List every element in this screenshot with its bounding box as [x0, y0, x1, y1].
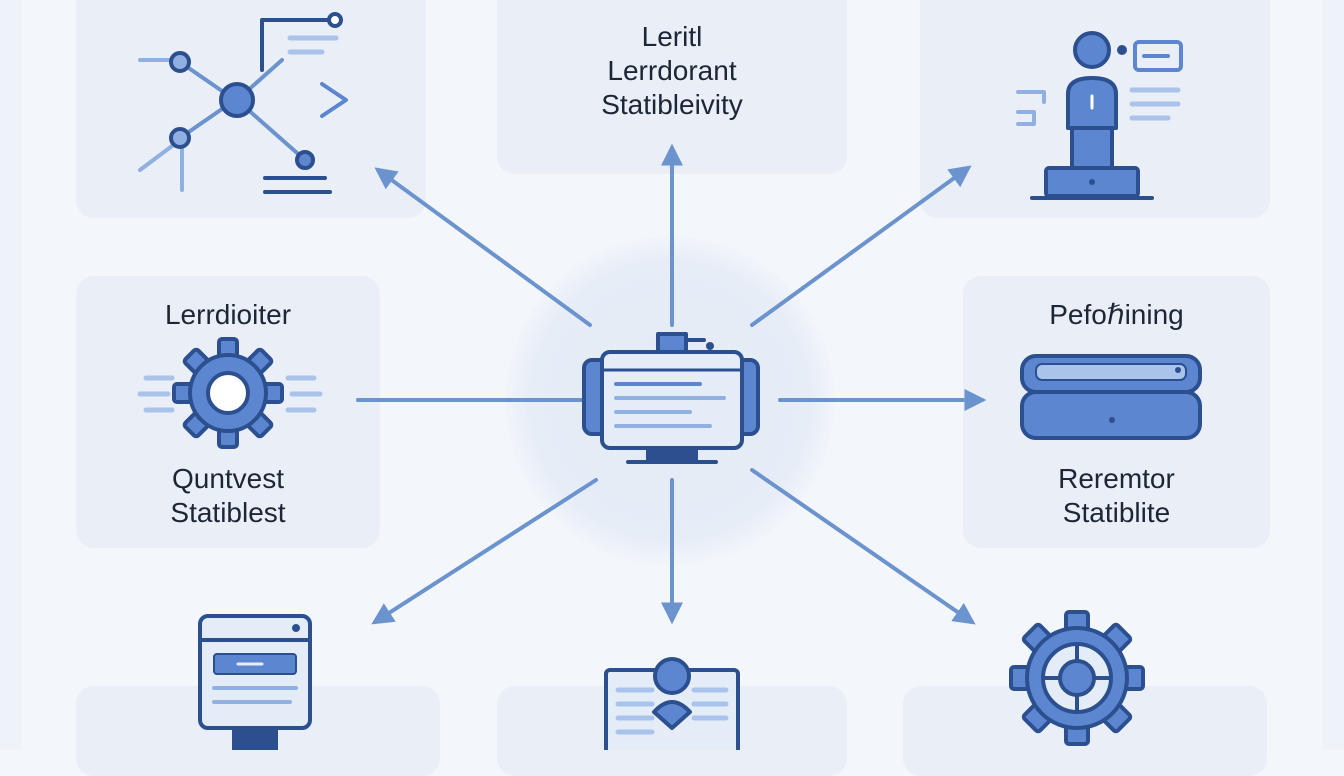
- node-label-mid-left-heading: Lerrdioiter: [76, 298, 380, 332]
- arrow-to-top-left: [374, 167, 592, 327]
- network-icon: [138, 12, 348, 194]
- node-label-mid-right-heading: Pefoℏining: [963, 298, 1270, 332]
- node-label-top-center: Leritl Lerrdorant Statibleivity: [497, 20, 847, 122]
- node-label-line: Lerrdioiter: [164, 299, 292, 330]
- user-card-icon: [604, 657, 740, 750]
- gear-icon: [137, 337, 323, 449]
- diagram-canvas: [137, 12, 1202, 750]
- computer-hub-icon: [582, 332, 760, 464]
- settings-cog-icon: [1009, 610, 1145, 746]
- node-label-line: Leritl: [641, 21, 703, 52]
- arrow-to-bottom-left: [371, 478, 598, 625]
- node-label-mid-right-caption: Reremtor Statiblite: [963, 462, 1270, 530]
- node-label-line: Statiblite: [1062, 497, 1171, 528]
- browser-window-icon: [198, 614, 312, 750]
- node-label-line: Lerrdorant: [607, 55, 737, 86]
- node-label-line: Statibleivity: [601, 89, 743, 120]
- node-label-mid-left-caption: Quntvest Statiblest: [76, 462, 380, 530]
- arrow-to-bottom-right: [750, 468, 976, 625]
- person-desk-icon: [1016, 31, 1183, 200]
- node-label-line: Pefoℏining: [1049, 299, 1184, 330]
- node-label-line: Statiblest: [170, 497, 286, 528]
- left-edge-strip: [0, 0, 22, 750]
- arrow-to-top-right: [750, 165, 972, 327]
- node-label-line: Quntvest: [171, 463, 285, 494]
- server-stack-icon: [1020, 354, 1202, 440]
- node-label-line: Reremtor: [1058, 463, 1175, 494]
- right-edge-strip: [1322, 0, 1344, 750]
